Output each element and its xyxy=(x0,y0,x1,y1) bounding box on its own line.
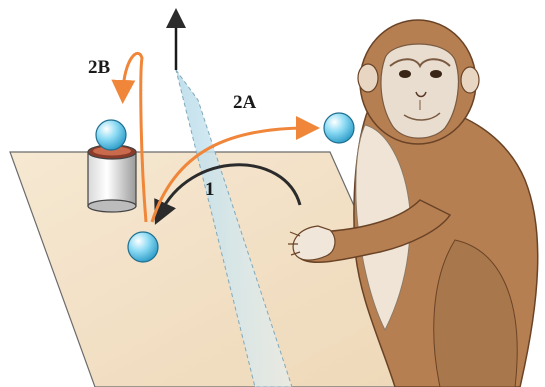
sphere-far xyxy=(324,113,354,143)
label-1: 1 xyxy=(205,179,215,200)
label-2a: 2A xyxy=(233,92,257,113)
cylindrical-cup-icon xyxy=(88,145,136,212)
label-2b: 2B xyxy=(88,57,111,78)
sphere-on-cup xyxy=(96,120,126,150)
sphere-near xyxy=(128,232,158,262)
